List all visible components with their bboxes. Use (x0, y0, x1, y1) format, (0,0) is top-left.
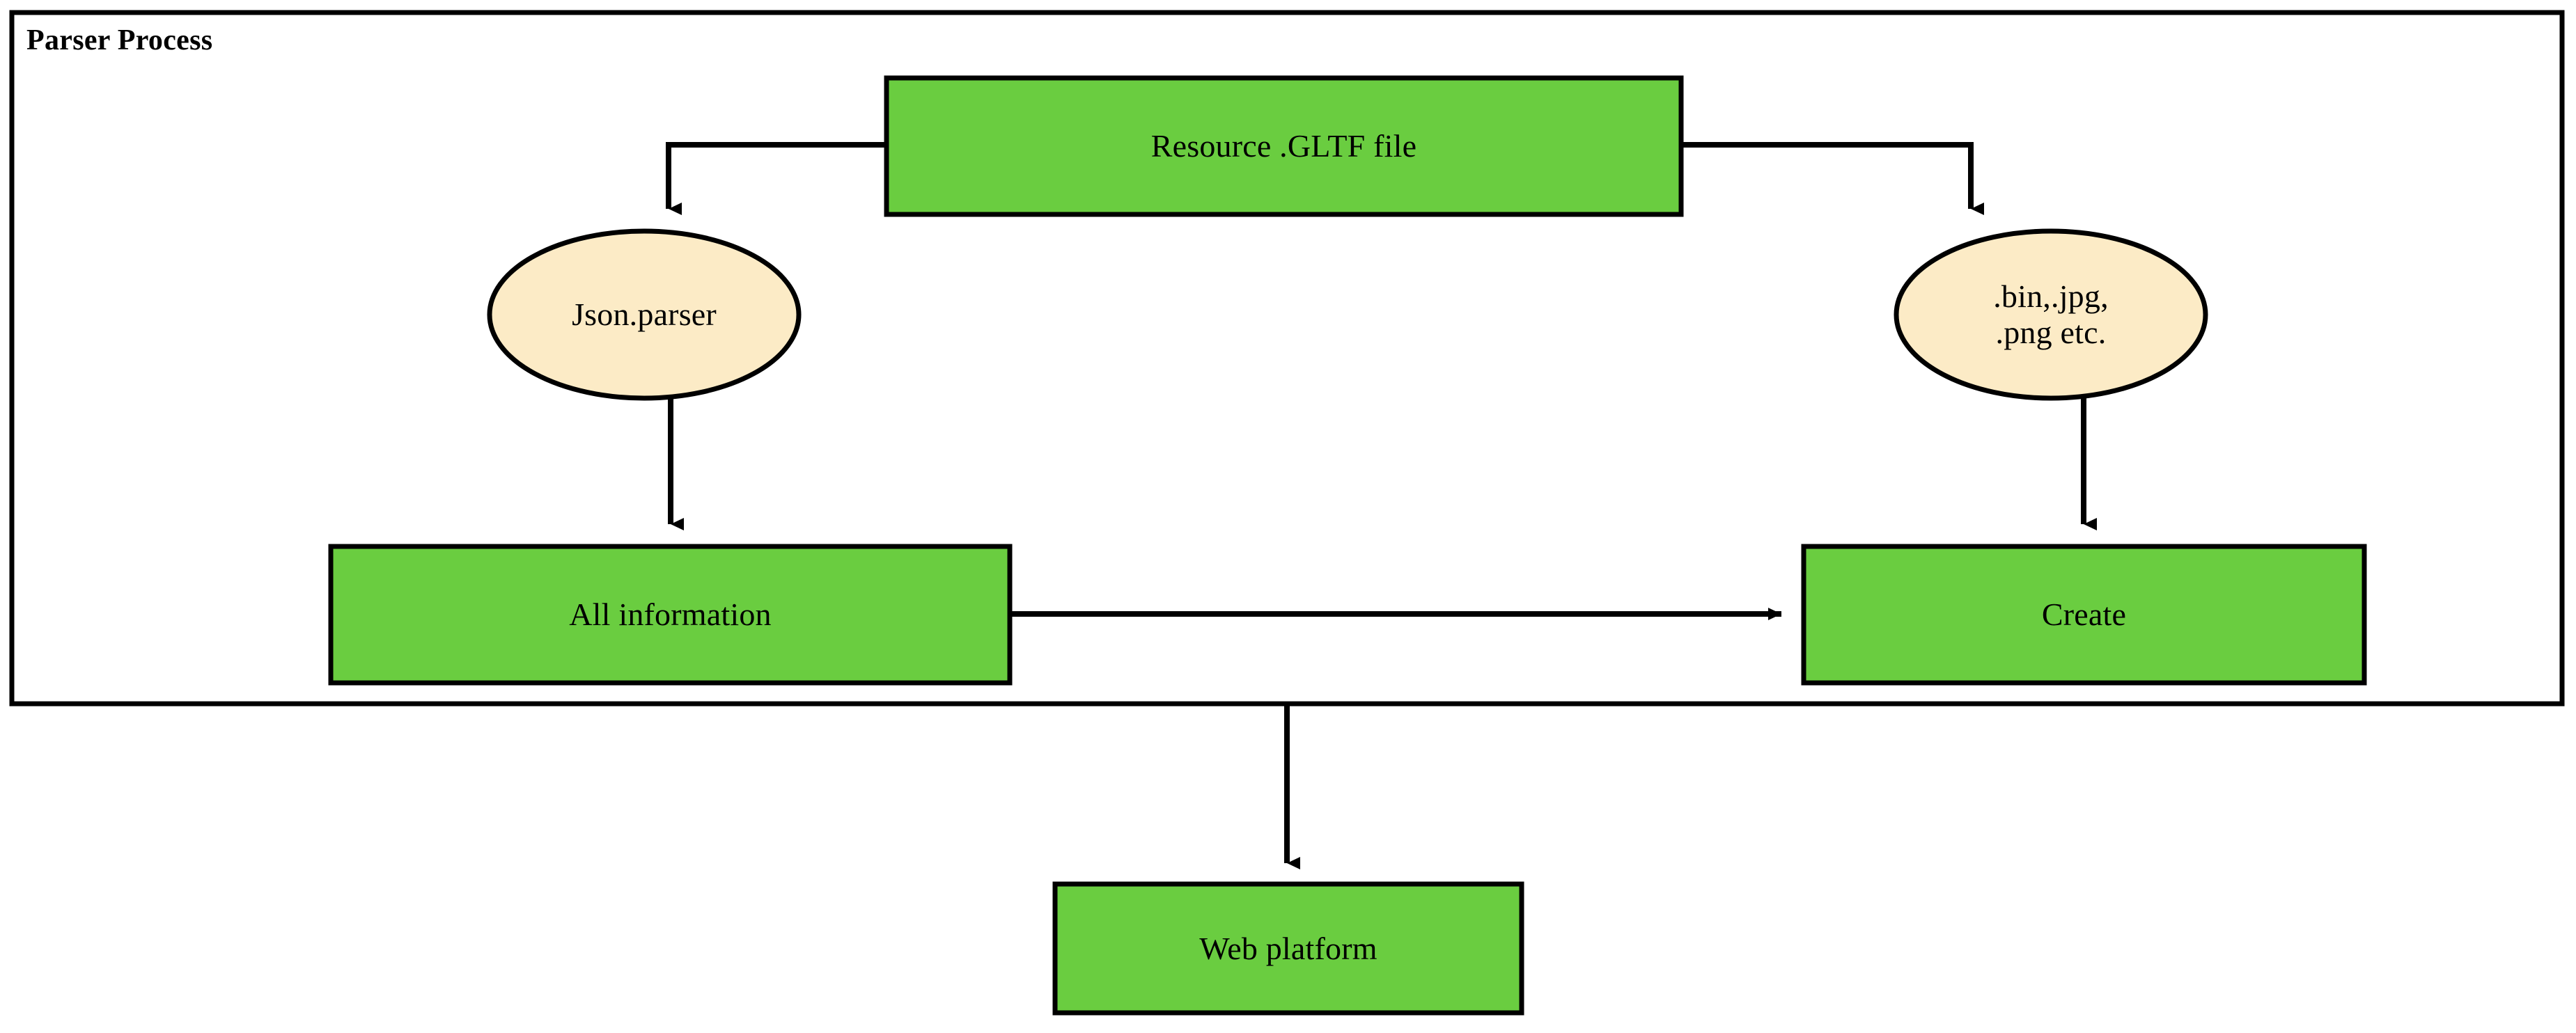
node-all-information[interactable] (328, 544, 1013, 686)
edge-gltf-to-json-parser (666, 142, 887, 215)
node-create[interactable] (1801, 544, 2367, 686)
node-web-platform[interactable] (1052, 881, 1524, 1016)
edge-gltf-to-binary-assets (1681, 142, 1984, 215)
group-title-parser-process: Parser Process (26, 24, 213, 56)
node-resource-gltf-file[interactable] (884, 75, 1684, 217)
node-binary-assets[interactable] (1894, 228, 2208, 401)
node-json-parser[interactable] (487, 228, 802, 401)
